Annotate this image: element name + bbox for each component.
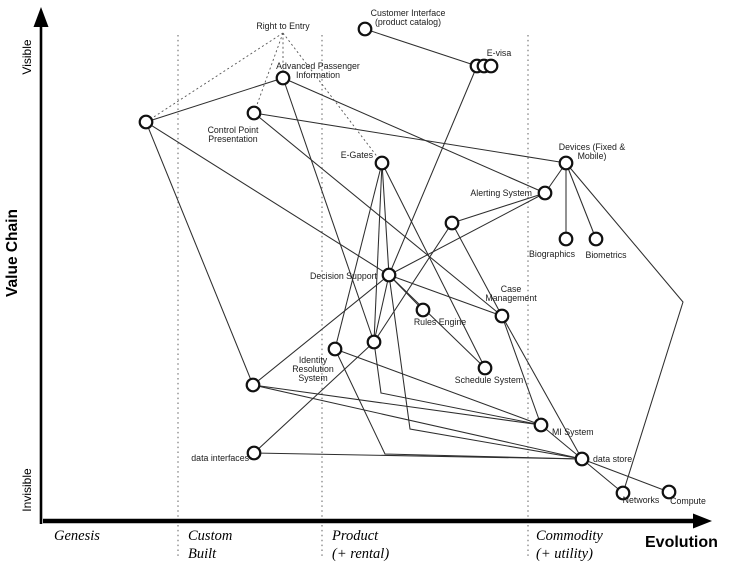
node-case-management (494, 308, 510, 324)
node-networks (615, 485, 631, 501)
edge-decision-support--case-management (388, 274, 503, 317)
label-e-visa: E-visa (487, 48, 512, 58)
node-unlabeled-q (366, 334, 382, 350)
label-mi-system: MI System (552, 427, 594, 437)
node-mi-system (533, 417, 549, 433)
edge-decision-support--data-store (388, 274, 583, 460)
node-e-visa-3 (483, 58, 499, 74)
edge-mi-system--data-store (540, 424, 583, 460)
edge-customer-interface--e-visa (364, 28, 478, 67)
node-biographics (558, 231, 574, 247)
node-identity-resolution-system (327, 341, 343, 357)
stage-label-3: (+ rental) (332, 546, 389, 562)
node-compute (661, 484, 677, 500)
stage-label-4: Commodity (536, 528, 603, 544)
node-schedule-system (477, 360, 493, 376)
node-adv-passenger-info (275, 70, 291, 86)
edge-control-point-presentation--devices (253, 112, 567, 164)
edge-data-interfaces--data-store (253, 452, 583, 460)
edge-e-visa--decision-support (388, 65, 478, 276)
edge-decision-support--unlabeled-r (252, 274, 390, 386)
node-data-interfaces (246, 445, 262, 461)
edge-e-gates--schedule-system (381, 162, 486, 369)
stage-label-2: Built (188, 546, 217, 562)
node-alerting-system (537, 185, 553, 201)
label-customer-interface: Customer Interface(product catalog) (371, 8, 446, 27)
y-axis-invisible-label: Invisible (20, 468, 34, 512)
edge-unlabeled-top-left--decision-support (145, 121, 390, 276)
label-alerting-system: Alerting System (470, 188, 532, 198)
label-compute: Compute (670, 496, 706, 506)
node-unlabeled-r (245, 377, 261, 393)
label-e-gates: E-Gates (341, 150, 374, 160)
edge-e-gates--decision-support (381, 162, 390, 276)
node-unlabeled-top-left (138, 114, 154, 130)
edge-case-management--mi-system (501, 315, 542, 426)
stage-label-2: Custom (188, 528, 232, 544)
edge-unlabeled-r--data-store (252, 384, 583, 460)
x-axis-arrowhead (693, 513, 712, 529)
node-data-store (574, 451, 590, 467)
edge-decision-support--schedule-system (388, 274, 486, 369)
x-axis-title: Evolution (645, 534, 718, 551)
edge-devices--networks (565, 162, 684, 494)
node-decision-support (381, 267, 397, 283)
edge-unlabeled-q--mi-system (373, 341, 542, 426)
right-to-entry-leader-e-gates (282, 32, 383, 164)
node-customer-interface (357, 21, 373, 37)
edge-data-store--networks (581, 458, 624, 494)
annotation-right-to-entry: Right to Entry (256, 21, 310, 31)
edge-case-management--data-store (501, 315, 583, 460)
node-biometrics (588, 231, 604, 247)
right-to-entry-leader-control-point-presentation (253, 32, 284, 114)
stage-label-1: Genesis (54, 528, 100, 544)
edge-alerting-system--decision-support (388, 192, 546, 276)
right-to-entry-leader-unlabeled-top-left (145, 32, 284, 123)
label-rules-engine: Rules Engine (414, 317, 466, 327)
node-rules-engine (415, 302, 431, 318)
node-devices (558, 155, 574, 171)
y-axis-visible-label: Visible (20, 39, 34, 74)
y-axis-arrowhead (33, 7, 49, 27)
edge-e-gates--unlabeled-q (373, 162, 383, 343)
edge-data-interfaces--unlabeled-q (253, 341, 375, 454)
edge-unlabeled-r--mi-system (252, 384, 542, 426)
edge-unlabeled-mid--alerting-system (451, 192, 546, 224)
stage-label-4: (+ utility) (536, 546, 593, 562)
label-data-interfaces: data interfaces (191, 453, 249, 463)
node-e-gates (374, 155, 390, 171)
edge-data-store--compute (581, 458, 670, 493)
label-devices: Devices (Fixed &Mobile) (559, 142, 626, 161)
edge-unlabeled-top-left--adv-passenger-info (145, 77, 284, 123)
edge-identity-resolution-system--data-store (334, 348, 583, 460)
edge-devices--biometrics (565, 162, 597, 240)
label-biometrics: Biometrics (585, 250, 627, 260)
stage-label-3: Product (331, 528, 379, 544)
edge-unlabeled-top-left--unlabeled-r (145, 121, 254, 386)
label-decision-support: Decision Support (310, 271, 378, 281)
edge-control-point-presentation--case-management (253, 112, 503, 317)
y-axis-title: Value Chain (4, 209, 21, 297)
edge-unlabeled-mid--unlabeled-q (373, 222, 453, 343)
edge-decision-support--unlabeled-q (373, 274, 390, 343)
edge-e-gates--identity-resolution-system (334, 162, 383, 350)
node-control-point-presentation (246, 105, 262, 121)
edge-identity-resolution-system--mi-system (334, 348, 542, 426)
edge-unlabeled-mid--case-management (451, 222, 503, 317)
label-biographics: Biographics (529, 249, 576, 259)
node-unlabeled-mid (444, 215, 460, 231)
label-networks: Networks (623, 495, 660, 505)
edge-adv-passenger-info--unlabeled-q (282, 77, 375, 343)
edge-adv-passenger-info--alerting-system (282, 77, 546, 194)
label-data-store: data store (593, 454, 632, 464)
label-schedule-system: Schedule System (455, 375, 523, 385)
